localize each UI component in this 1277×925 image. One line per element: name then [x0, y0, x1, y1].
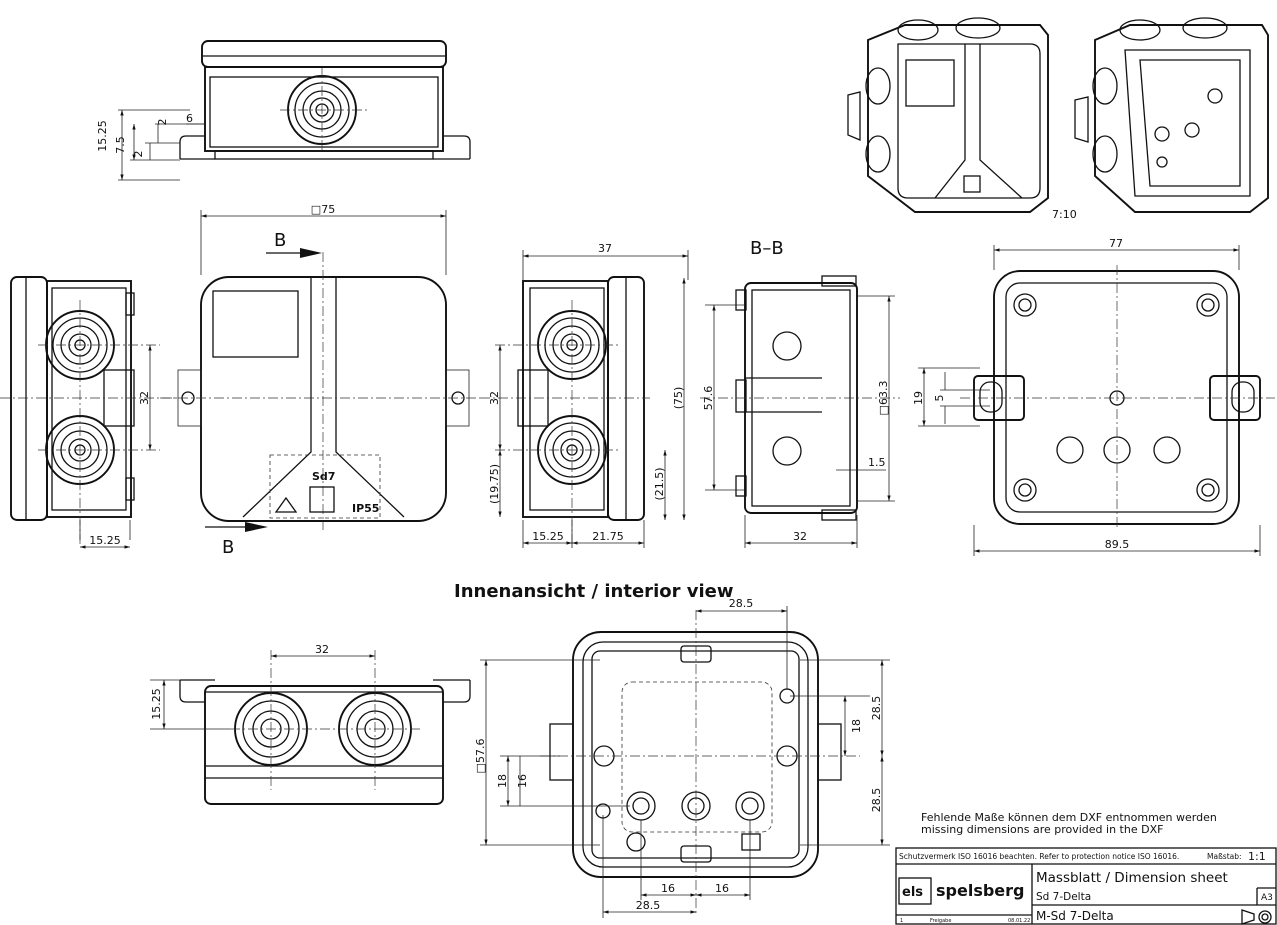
- interior-dim-28-5-right-lower: 28.5: [870, 788, 883, 813]
- side-view-right: 37 32 (19.75) (75) (21.5) 15.25 21.75: [480, 242, 689, 548]
- top-dim-7-5: 7.5: [114, 136, 127, 154]
- interior-dim-16-bottom-right: 16: [715, 882, 729, 895]
- interior-heading: Innenansicht / interior view: [454, 581, 733, 602]
- interior-dim-28-5-top: 28.5: [729, 597, 754, 610]
- base-dim-5: 5: [933, 395, 946, 402]
- interior-dim-18-left: 18: [496, 774, 509, 788]
- interior-dim-28-5-bottom: 28.5: [636, 899, 661, 912]
- front-ip-rating: IP55: [352, 502, 379, 515]
- section-dim-57-6: 57.6: [702, 386, 715, 411]
- sheet-title: Massblatt / Dimension sheet: [1036, 870, 1228, 886]
- section-label-top: B: [274, 230, 286, 251]
- right-dim-21-75: 21.75: [592, 530, 624, 543]
- base-dim-89-5: 89.5: [1105, 538, 1130, 551]
- left-dim-15-25: 15.25: [89, 534, 121, 547]
- top-dim-2a: 2: [156, 119, 169, 126]
- front-view: Sd7 IP55 B B □75: [160, 203, 480, 558]
- interior-dim-18-right: 18: [850, 719, 863, 733]
- front-brand-mark: Sd7: [312, 470, 335, 483]
- interior-dim-16-left: 16: [516, 774, 529, 788]
- note: Fehlende Maße können dem DXF entnommen w…: [921, 811, 1217, 836]
- iso-scale: 7:10: [1052, 208, 1077, 221]
- note-english: missing dimensions are provided in the D…: [921, 823, 1163, 836]
- base-view: 77 19 5 89.5: [912, 237, 1275, 556]
- interior-side-dim-15-25: 15.25: [150, 688, 163, 720]
- logo-wordmark: spelsberg: [936, 881, 1024, 900]
- projection-symbol-icon: [1241, 909, 1272, 925]
- right-dim-75: (75): [672, 387, 685, 410]
- section-title: B–B: [750, 238, 784, 259]
- front-dim-75: □75: [311, 203, 335, 216]
- interior-side-view: 32 15.25: [150, 643, 471, 805]
- top-view: 15.25 7.5 2 2 6: [96, 40, 471, 181]
- top-dim-6: 6: [186, 112, 193, 125]
- interior-side-dim-32: 32: [315, 643, 329, 656]
- base-dim-77: 77: [1109, 237, 1123, 250]
- iso-view-open: 7:10: [1052, 17, 1269, 221]
- interior-top-view: 28.5 □57.6 18 16 18 28.5 28.5 16 16 28.5: [474, 597, 890, 918]
- right-dim-15-25: 15.25: [532, 530, 564, 543]
- section-dim-32: 32: [793, 530, 807, 543]
- scale-value: 1:1: [1248, 850, 1266, 863]
- sheet-size: A3: [1261, 893, 1273, 903]
- protection-notice: Schutzvermerk ISO 16016 beachten. Refer …: [899, 852, 1179, 861]
- right-dim-37: 37: [598, 242, 612, 255]
- top-dim-2b: 2: [132, 151, 145, 158]
- iso-view-closed: [847, 17, 1049, 213]
- top-dim-15-25: 15.25: [96, 120, 109, 152]
- side-view-left: 32 15.25: [0, 276, 180, 549]
- section-dim-63-3: □63.3: [877, 381, 890, 416]
- revision-text: Freigabe: [930, 918, 951, 924]
- section-label-bottom: B: [222, 537, 234, 558]
- interior-dim-16-bottom-left: 16: [661, 882, 675, 895]
- logo-initials: els: [902, 885, 923, 900]
- note-german: Fehlende Maße können dem DXF entnommen w…: [921, 811, 1217, 824]
- product-name: Sd 7-Delta: [1036, 891, 1091, 903]
- section-b-b: B–B 57.6 □63.3 1.5 32: [700, 238, 900, 548]
- interior-dim-28-5-right-upper: 28.5: [870, 696, 883, 721]
- right-dim-21-5: (21.5): [653, 467, 666, 500]
- title-block: Schutzvermerk ISO 16016 beachten. Refer …: [895, 847, 1277, 925]
- scale-label: Maßstab:: [1207, 852, 1242, 861]
- revision-index: 1: [900, 918, 903, 924]
- left-dim-32: 32: [138, 391, 151, 405]
- revision-date: 08.01.22: [1008, 918, 1030, 924]
- section-dim-1-5: 1.5: [868, 456, 886, 469]
- right-dim-19-75: (19.75): [488, 464, 501, 504]
- drawing-number: M-Sd 7-Delta: [1036, 909, 1114, 923]
- base-dim-19: 19: [912, 391, 925, 405]
- right-dim-32: 32: [488, 391, 501, 405]
- interior-dim-57-6: □57.6: [474, 739, 487, 774]
